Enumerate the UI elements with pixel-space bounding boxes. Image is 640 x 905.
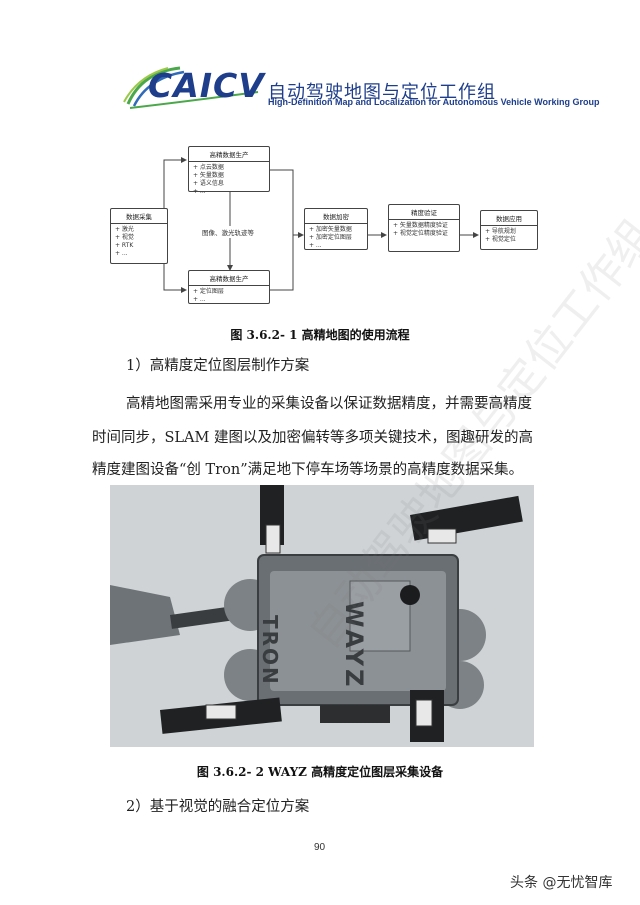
list-item: + ... (309, 242, 322, 249)
list-item: + 点云数据 (193, 164, 224, 171)
list-item: + 定位图层 (193, 288, 224, 295)
list-item: + 视觉 (115, 234, 134, 241)
box-title: 精度验证 (389, 205, 459, 220)
device-brand-label: TRON (258, 615, 282, 686)
box-title: 数据采集 (111, 209, 167, 224)
box-item-list: + 点云数据 + 矢量数据 + 语义信息 + ... (189, 162, 269, 198)
header-logo: CAICV (122, 62, 265, 110)
box-title: 高精数据生产 (189, 147, 269, 162)
list-item: + ... (193, 296, 206, 303)
box-item-list: + 激光 + 视觉 + RTK + ... (111, 224, 167, 260)
box-production-top: 高精数据生产 + 点云数据 + 矢量数据 + 语义信息 + ... (188, 146, 270, 195)
box-item-list: + 加密矢量数据 + 加密定位图层 + ... (305, 224, 367, 252)
box-verification: 精度验证 + 矢量数据精度验证 + 视觉定位精度验证 (388, 204, 460, 252)
device-photo: TRON WAYZ (110, 485, 534, 747)
source-tag: 头条 @无忧智库 (510, 875, 613, 891)
page-number: 90 (314, 842, 326, 853)
figure-2-caption: 图 3.6.2- 2 WAYZ 高精度定位图层采集设备 (196, 765, 444, 779)
working-group-title: 自动驾驶地图与定位工作组 (268, 82, 496, 103)
list-item: + ... (193, 188, 206, 195)
box-item-list: + 定位图层 + ... (189, 286, 269, 306)
paragraph-line-3: 精度建图设备“创 Tron”满足地下停车场等场景的高精度数据采集。 (92, 462, 524, 478)
list-item: + 语义信息 (193, 180, 224, 187)
box-encryption: 数据加密 + 加密矢量数据 + 加密定位图层 + ... (304, 208, 368, 250)
list-item: + 矢量数据精度验证 (393, 222, 448, 229)
box-application: 数据应用 + 导航规划 + 视觉定位 (480, 210, 538, 250)
logo-swoosh-icon (123, 66, 259, 109)
box-title: 数据加密 (305, 209, 367, 224)
section-2-heading: 2）基于视觉的融合定位方案 (126, 799, 310, 815)
list-item: + ... (115, 250, 128, 257)
device-illustration (110, 485, 534, 747)
list-item: + 导航规划 (485, 228, 516, 235)
list-item: + 激光 (115, 226, 134, 233)
logo-wordmark: CAICV (148, 66, 265, 105)
box-item-list: + 导航规划 + 视觉定位 (481, 226, 537, 246)
box-item-list: + 矢量数据精度验证 + 视觉定位精度验证 (389, 220, 459, 240)
box-title: 高精数据生产 (189, 271, 269, 286)
edge-label: 图像、激光轨迹等 (200, 226, 256, 238)
paragraph-line-2: 时间同步，SLAM 建图以及加密偏转等多项关键技术，图趣研发的高 (92, 430, 533, 446)
diagram-connectors (163, 157, 479, 293)
list-item: + RTK (115, 242, 134, 249)
box-title: 数据应用 (481, 211, 537, 226)
list-item: + 视觉定位精度验证 (393, 230, 448, 237)
list-item: + 矢量数据 (193, 172, 224, 179)
list-item: + 加密定位图层 (309, 234, 352, 241)
list-item: + 加密矢量数据 (309, 226, 352, 233)
section-1-heading: 1）高精度定位图层制作方案 (126, 358, 310, 374)
list-item: + 视觉定位 (485, 236, 516, 243)
usage-flow-diagram: 高精数据生产 + 点云数据 + 矢量数据 + 语义信息 + ... 数据采集 +… (108, 140, 538, 310)
box-production-bottom: 高精数据生产 + 定位图层 + ... (188, 270, 270, 304)
box-collection: 数据采集 + 激光 + 视觉 + RTK + ... (110, 208, 168, 264)
paragraph-line-1: 高精地图需采用专业的采集设备以保证数据精度，并需要高精度 (126, 396, 532, 412)
working-group-subtitle: High-Definition Map and Localization for… (268, 97, 600, 107)
figure-1-caption: 图 3.6.2- 1 高精地图的使用流程 (230, 328, 410, 342)
